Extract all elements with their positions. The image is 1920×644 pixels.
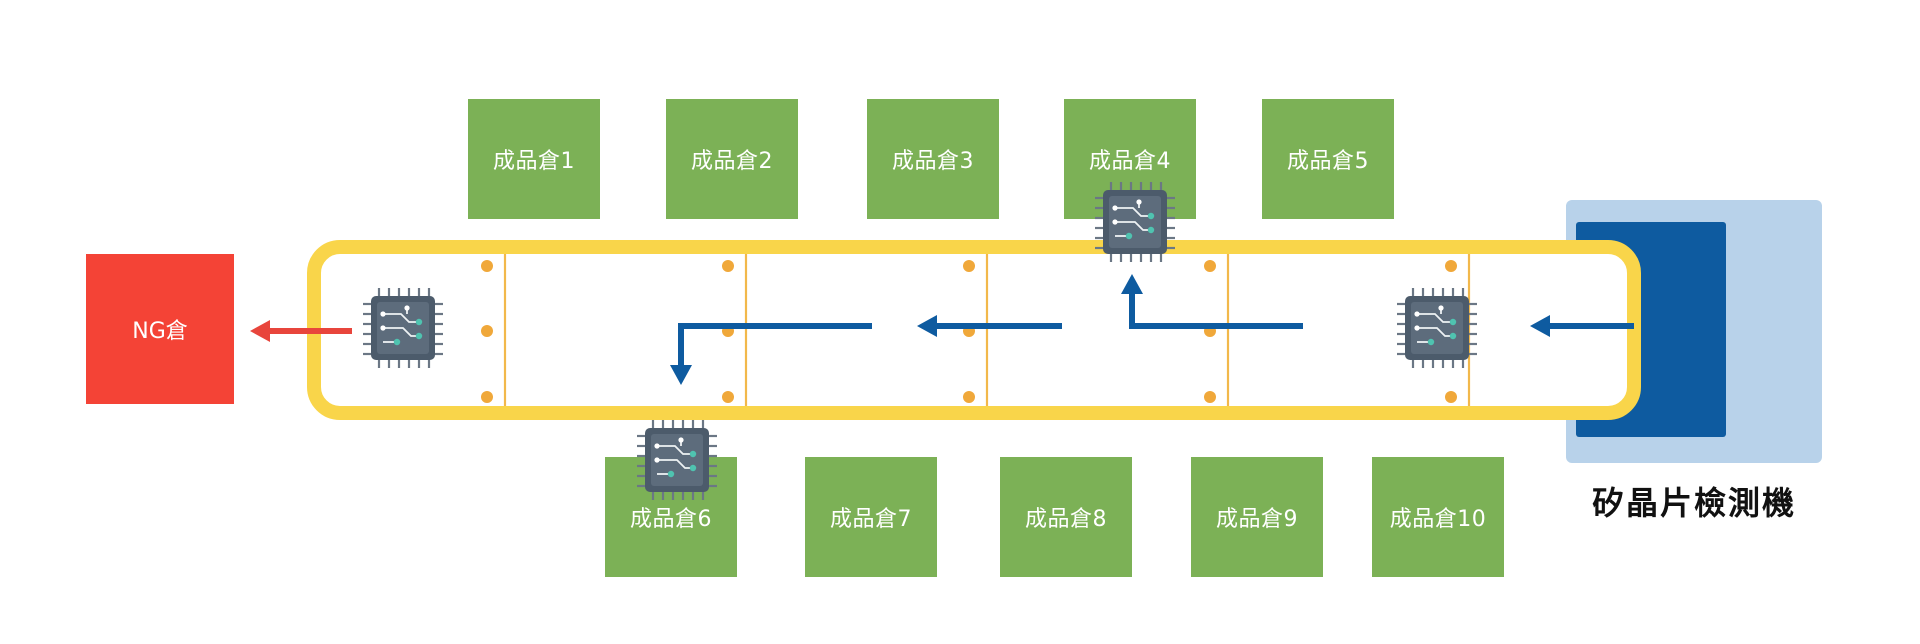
ng-arrow [250, 320, 352, 342]
bin-label: 成品倉1 [493, 149, 575, 174]
flow-arrow-to-bin-6 [670, 323, 872, 385]
microchip-icon [361, 286, 445, 370]
finished-bin-2: 成品倉2 [666, 99, 798, 219]
bin-label: 成品倉7 [830, 507, 912, 532]
microchip-icon [1395, 286, 1479, 370]
finished-bin-9: 成品倉9 [1191, 457, 1323, 577]
ng-bin-label: NG倉 [132, 319, 188, 344]
bin-label: 成品倉10 [1389, 507, 1487, 532]
flow-arrow-machine-out [1530, 315, 1634, 337]
finished-bin-5: 成品倉5 [1262, 99, 1394, 219]
bin-label: 成品倉6 [630, 507, 712, 532]
bin-label: 成品倉2 [691, 149, 773, 174]
finished-bin-4: 成品倉4 [1064, 99, 1196, 219]
ng-bin: NG倉 [86, 254, 234, 404]
bin-label: 成品倉4 [1089, 149, 1171, 174]
bin-label: 成品倉8 [1025, 507, 1107, 532]
finished-bin-7: 成品倉7 [805, 457, 937, 577]
flow-arrow-to-bin-4 [1121, 274, 1303, 329]
finished-bin-3: 成品倉3 [867, 99, 999, 219]
microchip-icon [1093, 180, 1177, 264]
finished-bin-8: 成品倉8 [1000, 457, 1132, 577]
machine-label: 矽晶片檢測機 [1591, 484, 1796, 522]
bin-label: 成品倉9 [1216, 507, 1298, 532]
finished-bin-1: 成品倉1 [468, 99, 600, 219]
finished-bin-10: 成品倉10 [1372, 457, 1504, 577]
bin-label: 成品倉5 [1287, 149, 1369, 174]
bin-label: 成品倉3 [892, 149, 974, 174]
flow-arrow-middle [917, 315, 1062, 337]
microchip-icon [635, 418, 719, 502]
